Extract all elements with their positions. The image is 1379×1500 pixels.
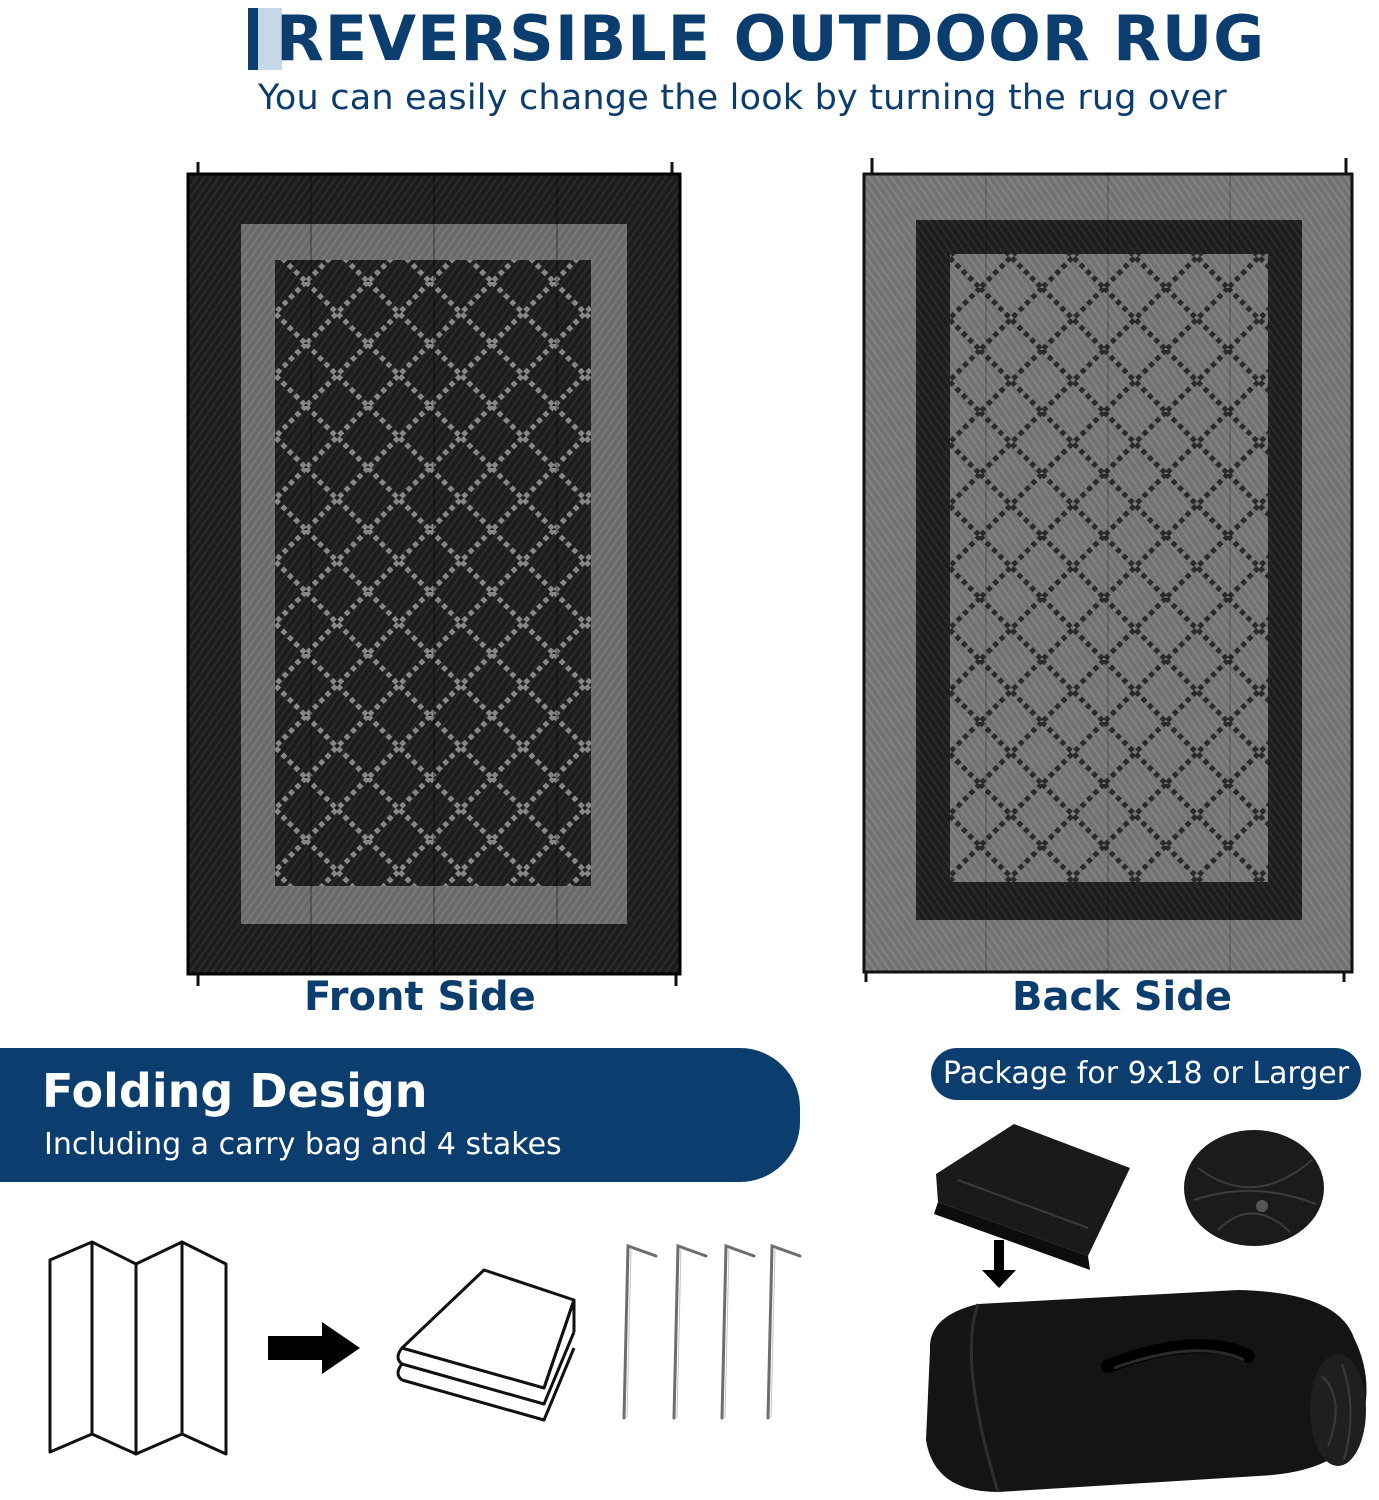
- package-badge-label: Package for 9x18 or Larger: [942, 1056, 1350, 1091]
- title-accent-bar: [248, 8, 258, 70]
- page-title: REVERSIBLE OUTDOOR RUG: [248, 2, 1264, 75]
- stakes-icon: [622, 1243, 802, 1420]
- page-subtitle: You can easily change the look by turnin…: [258, 78, 1227, 118]
- right-arrow-icon: [268, 1322, 360, 1374]
- back-side-label: Back Side: [1012, 974, 1232, 1020]
- title-text: REVERSIBLE OUTDOOR RUG: [276, 2, 1266, 75]
- back-rug-image: [862, 158, 1354, 982]
- front-rug-image: [186, 162, 682, 986]
- carry-bag-icon: [926, 1124, 1367, 1493]
- title-accent-highlight: [258, 8, 282, 70]
- folding-design-subtitle: Including a carry bag and 4 stakes: [44, 1127, 562, 1162]
- folded-rug-icon: [396, 1268, 576, 1422]
- folding-design-banner: [0, 1048, 800, 1182]
- front-side-label: Front Side: [304, 974, 536, 1020]
- folded-panels-icon: [48, 1240, 228, 1456]
- package-badge: [931, 1048, 1361, 1100]
- folding-design-title: Folding Design: [42, 1064, 428, 1118]
